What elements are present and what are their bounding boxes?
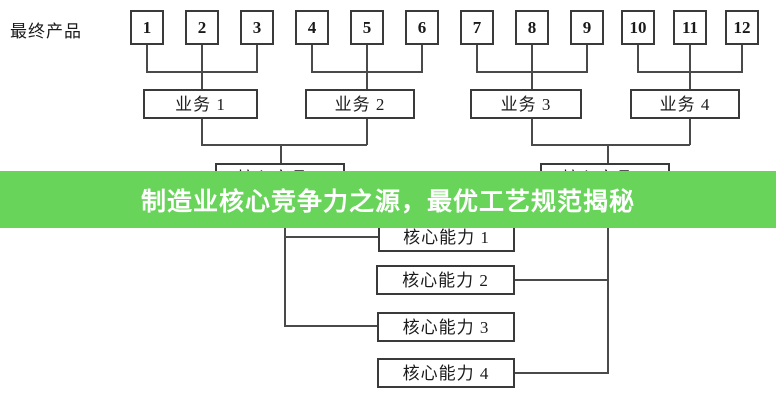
connector-core-product-2-down — [607, 144, 609, 164]
connector-product-5-stub — [366, 45, 368, 89]
core-capability-node-3[interactable]: 核心能力 3 — [377, 312, 515, 342]
business-node-2[interactable]: 业务 2 — [305, 89, 415, 119]
final-product-node-1[interactable]: 1 — [130, 10, 164, 45]
connector-business-2-down — [366, 119, 368, 145]
connector-bus-core-product-1 — [201, 144, 367, 146]
final-product-node-5[interactable]: 5 — [350, 10, 384, 45]
connector-product-12-stub — [741, 45, 743, 72]
final-product-node-7[interactable]: 7 — [460, 10, 494, 45]
core-capability-node-2[interactable]: 核心能力 2 — [376, 265, 515, 295]
connector-left-spine — [284, 193, 286, 325]
final-product-node-11[interactable]: 11 — [673, 10, 707, 45]
final-product-node-10[interactable]: 10 — [621, 10, 655, 45]
connector-business-3-down — [531, 119, 533, 145]
business-node-1[interactable]: 业务 1 — [143, 89, 258, 119]
business-node-3[interactable]: 业务 3 — [470, 89, 582, 119]
final-product-node-6[interactable]: 6 — [405, 10, 439, 45]
connector-product-4-stub — [311, 45, 313, 72]
connector-product-10-stub — [637, 45, 639, 72]
connector-bus-business-4 — [637, 71, 743, 73]
connector-product-1-stub — [146, 45, 148, 72]
connector-product-3-stub — [256, 45, 258, 72]
connector-bus-core-product-2 — [531, 144, 690, 146]
core-capability-node-4[interactable]: 核心能力 4 — [377, 358, 515, 388]
final-products-label: 最终产品 — [10, 22, 82, 41]
final-product-node-12[interactable]: 12 — [725, 10, 759, 45]
final-product-node-4[interactable]: 4 — [295, 10, 329, 45]
connector-product-6-stub — [421, 45, 423, 72]
business-node-4[interactable]: 业务 4 — [630, 89, 740, 119]
title-banner: 制造业核心竞争力之源，最优工艺规范揭秘 — [0, 171, 776, 228]
connector-business-4-down — [689, 119, 691, 145]
banner-title-text: 制造业核心竞争力之源，最优工艺规范揭秘 — [140, 186, 635, 216]
connector-bus-business-2 — [311, 71, 423, 73]
connector-business-1-down — [201, 119, 203, 145]
connector-product-11-stub — [689, 45, 691, 89]
final-product-node-9[interactable]: 9 — [570, 10, 604, 45]
final-product-node-8[interactable]: 8 — [515, 10, 549, 45]
final-product-node-3[interactable]: 3 — [240, 10, 274, 45]
connector-bus-business-1 — [146, 71, 258, 73]
connector-bus-business-3 — [476, 71, 588, 73]
final-product-node-2[interactable]: 2 — [185, 10, 219, 45]
connector-capability-2-right — [515, 279, 609, 281]
connector-product-9-stub — [586, 45, 588, 72]
connector-core-product-1-down — [280, 144, 282, 164]
connector-capability-3-left — [284, 325, 377, 327]
connector-product-2-stub — [201, 45, 203, 89]
connector-capability-4-right — [515, 372, 609, 374]
connector-product-8-stub — [531, 45, 533, 89]
connector-capability-1-left — [284, 236, 378, 238]
connector-right-spine — [607, 193, 609, 374]
connector-product-7-stub — [476, 45, 478, 72]
